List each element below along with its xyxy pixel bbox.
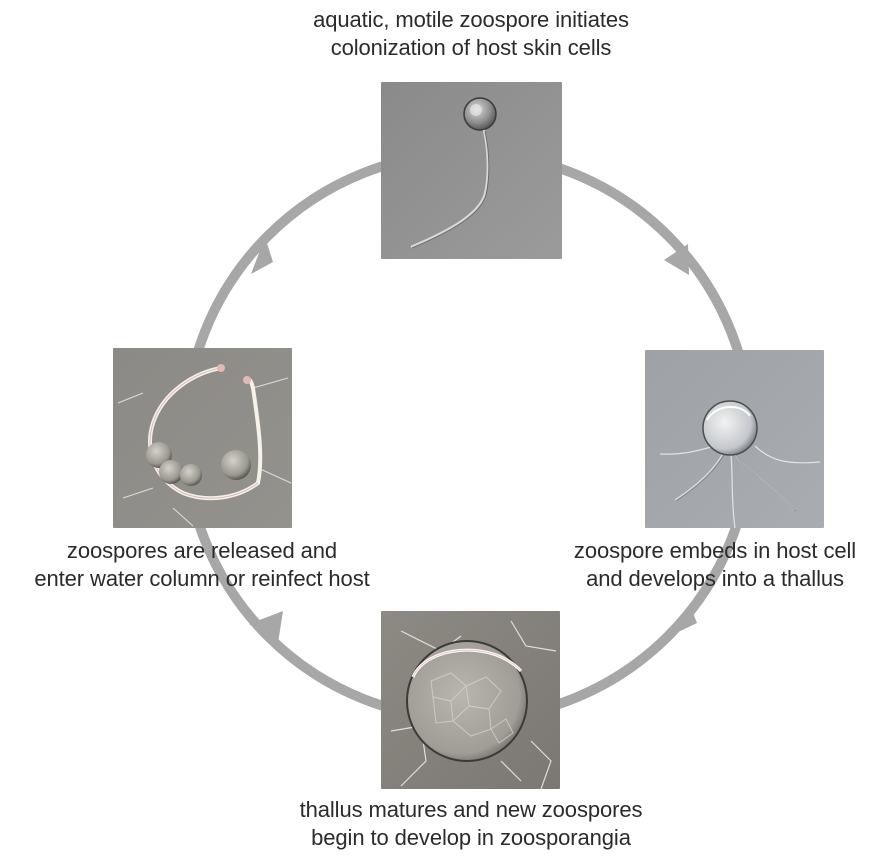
embedded-thallus-micrograph (645, 350, 824, 528)
motile-zoospore-micrograph (381, 82, 562, 259)
caption-mature: thallus matures and new zoospores begin … (251, 796, 691, 852)
sporangium-body (407, 641, 527, 761)
released-zoospore (221, 450, 251, 480)
caption-mature-line-1: thallus matures and new zoospores (251, 796, 691, 824)
caption-release: zoospores are released and enter water c… (2, 537, 402, 593)
zoospore-release-micrograph (113, 348, 292, 528)
zoosporangium-micrograph (381, 611, 560, 789)
caption-release-line-2: enter water column or reinfect host (2, 565, 402, 593)
caption-embed-line-2: and develops into a thallus (550, 565, 880, 593)
caption-mature-line-2: begin to develop in zoosporangia (251, 824, 691, 852)
caption-embed-line-1: zoospore embeds in host cell (550, 537, 880, 565)
caption-release-line-1: zoospores are released and (2, 537, 402, 565)
released-zoospore (159, 460, 183, 484)
caption-zoospore-line-1: aquatic, motile zoospore initiates (251, 6, 691, 34)
released-zoospore (180, 464, 202, 486)
caption-zoospore-line-2: colonization of host skin cells (251, 34, 691, 62)
thallus-body (703, 401, 757, 455)
caption-zoospore: aquatic, motile zoospore initiates colon… (251, 6, 691, 62)
caption-embed: zoospore embeds in host cell and develop… (550, 537, 880, 593)
